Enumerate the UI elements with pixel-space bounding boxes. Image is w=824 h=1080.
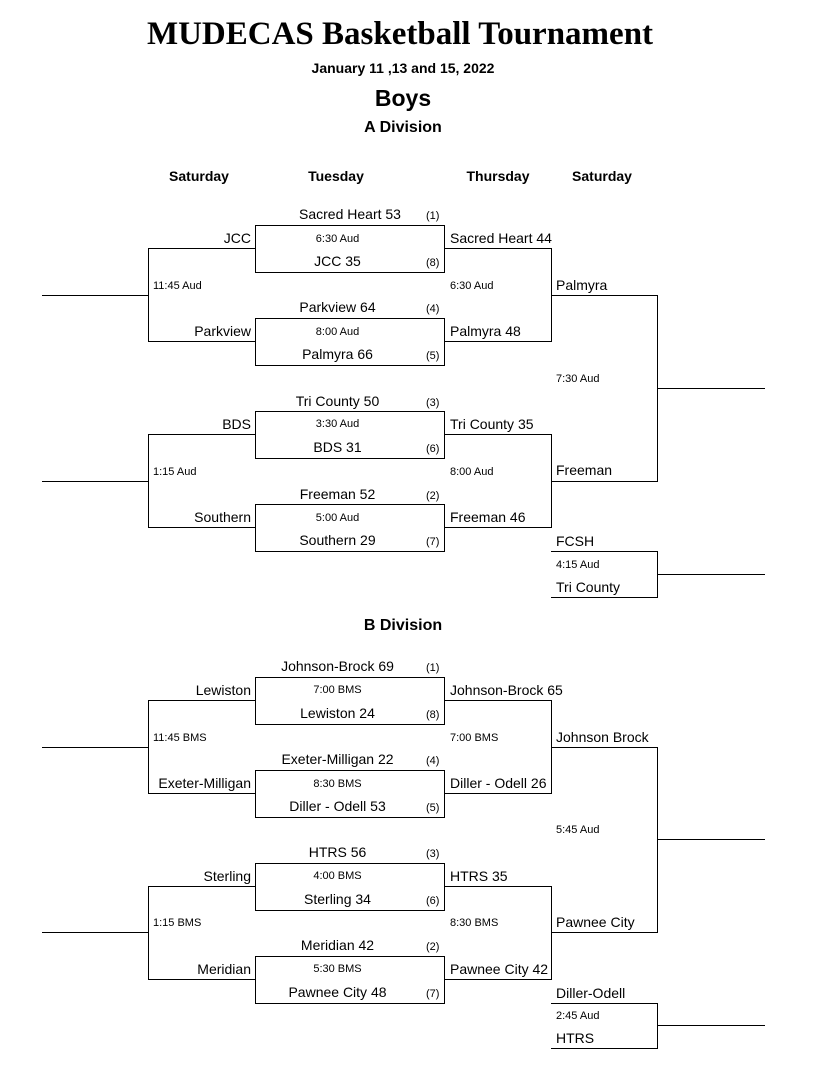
consolation-time: 1:15 BMS: [153, 917, 202, 929]
third-place-team: FCSH: [556, 533, 595, 549]
third-place-team: Diller-Odell: [556, 985, 626, 1001]
game-time: 8:30 BMS: [313, 778, 362, 790]
team-score: Palmyra 66: [302, 346, 373, 362]
semifinal-team: HTRS 35: [450, 868, 508, 884]
column-header-thursday: Thursday: [466, 168, 530, 184]
consolation-team: BDS: [222, 416, 251, 432]
game-time: 6:30 Aud: [315, 233, 360, 245]
semifinal-time: 8:00 Aud: [450, 466, 494, 478]
consolation-team: Meridian: [197, 961, 251, 977]
semifinal-team: Freeman 46: [450, 509, 526, 525]
consolation-time: 11:45 Aud: [153, 280, 202, 292]
consolation-team: Sterling: [203, 868, 251, 884]
seed-label: (7): [426, 536, 440, 548]
team-score: Diller - Odell 53: [289, 798, 386, 814]
third-place-time: 2:45 Aud: [556, 1010, 600, 1022]
game-time: 8:00 Aud: [315, 326, 360, 338]
championship-team: Freeman: [556, 462, 613, 478]
seed-label: (7): [426, 988, 440, 1000]
seed-label: (5): [426, 802, 440, 814]
seed-label: (8): [426, 709, 440, 721]
championship-team: Palmyra: [556, 277, 608, 293]
consolation-team: Parkview: [194, 323, 251, 339]
team-score: Southern 29: [299, 532, 376, 548]
seed-label: (3): [426, 397, 440, 409]
semifinal-time: 8:30 BMS: [450, 917, 499, 929]
seed-label: (5): [426, 350, 440, 362]
game-time: 5:30 BMS: [313, 963, 362, 975]
team-score: Johnson-Brock 69: [281, 658, 394, 674]
column-header-saturday-finals: Saturday: [572, 168, 632, 184]
consolation-time: 1:15 Aud: [153, 466, 197, 478]
seed-label: (4): [426, 303, 440, 315]
semifinal-team: Pawnee City 42: [450, 961, 549, 977]
seed-label: (6): [426, 443, 440, 455]
seed-label: (8): [426, 257, 440, 269]
column-header-tuesday: Tuesday: [308, 168, 364, 184]
column-header-saturday-consolation: Saturday: [169, 168, 229, 184]
team-score: Tri County 50: [295, 393, 380, 409]
consolation-team: Exeter-Milligan: [158, 775, 251, 791]
championship-team: Johnson Brock: [556, 729, 649, 745]
seed-label: (3): [426, 848, 440, 860]
seed-label: (1): [426, 210, 440, 222]
third-place-team: Tri County: [556, 579, 621, 595]
team-score: Freeman 52: [299, 486, 376, 502]
semifinal-time: 6:30 Aud: [450, 280, 494, 292]
seed-label: (2): [426, 490, 440, 502]
championship-team: Pawnee City: [556, 914, 635, 930]
semifinal-time: 7:00 BMS: [450, 732, 499, 744]
game-time: 7:00 BMS: [313, 684, 362, 696]
seed-label: (2): [426, 941, 440, 953]
semifinal-team: Diller - Odell 26: [450, 775, 547, 791]
semifinal-team: Sacred Heart 44: [450, 230, 552, 246]
team-score: Sacred Heart 53: [299, 206, 401, 222]
seed-label: (1): [426, 662, 440, 674]
third-place-team: HTRS: [556, 1030, 595, 1046]
division-title: B Division: [363, 617, 443, 634]
team-score: JCC 35: [314, 253, 361, 269]
seed-label: (4): [426, 755, 440, 767]
team-score: Meridian 42: [300, 937, 375, 953]
team-score: BDS 31: [313, 439, 362, 455]
consolation-time: 11:45 BMS: [153, 732, 207, 744]
semifinal-team: Johnson-Brock 65: [450, 682, 563, 698]
team-score: Lewiston 24: [300, 705, 375, 721]
third-place-time: 4:15 Aud: [556, 559, 600, 571]
team-score: Pawnee City 48: [288, 984, 387, 1000]
consolation-team: Lewiston: [195, 682, 251, 698]
team-score: Sterling 34: [304, 891, 371, 907]
category-label: Boys: [374, 85, 432, 111]
tournament-dates: January 11 ,13 and 15, 2022: [311, 60, 495, 76]
game-time: 3:30 Aud: [315, 418, 360, 430]
division-title: A Division: [364, 119, 442, 136]
game-time: 5:00 Aud: [315, 512, 360, 524]
semifinal-team: Tri County 35: [450, 416, 534, 432]
tournament-title: MUDECAS Basketball Tournament: [146, 16, 654, 52]
championship-time: 7:30 Aud: [556, 373, 600, 385]
team-score: Parkview 64: [299, 299, 376, 315]
team-score: Exeter-Milligan 22: [281, 751, 394, 767]
championship-time: 5:45 Aud: [556, 824, 600, 836]
consolation-team: JCC: [223, 230, 251, 246]
consolation-team: Southern: [194, 509, 251, 525]
semifinal-team: Palmyra 48: [450, 323, 521, 339]
game-time: 4:00 BMS: [313, 870, 362, 882]
team-score: HTRS 56: [308, 844, 367, 860]
seed-label: (6): [426, 895, 440, 907]
